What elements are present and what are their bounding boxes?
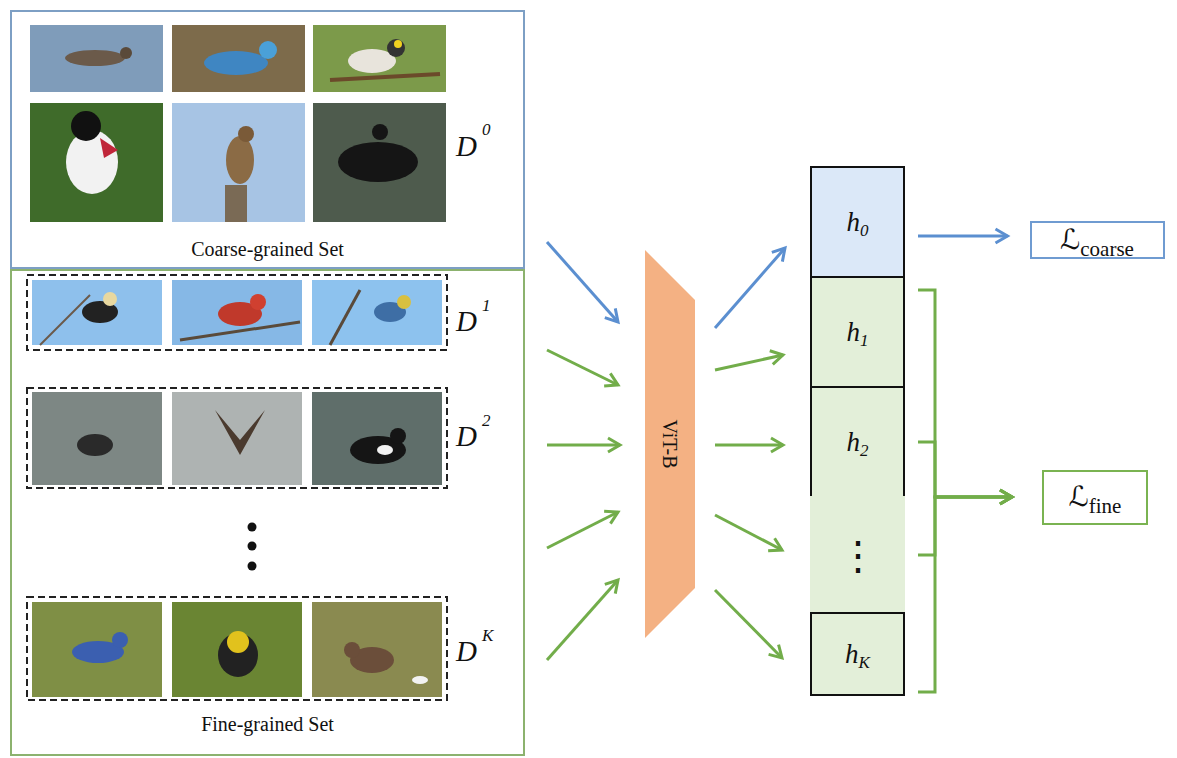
label-holder: D xyxy=(456,132,477,161)
bird-photo xyxy=(30,103,163,222)
ellipsis-dots xyxy=(248,523,257,571)
encoder-trapezoid: ViT-B xyxy=(645,250,695,638)
node-text: ⋮ xyxy=(838,535,878,575)
subscript-text: coarse xyxy=(1080,239,1134,260)
superscript-label: K xyxy=(482,626,493,645)
bird-photo xyxy=(312,602,442,697)
subscript-text: fine xyxy=(1089,496,1122,517)
flow-arrow xyxy=(715,515,782,550)
subscript-text: K xyxy=(859,654,870,671)
bird-photo xyxy=(32,602,162,697)
label-holder: 1 xyxy=(482,297,491,315)
bird-photo xyxy=(172,392,302,485)
subscript-text: 0 xyxy=(860,222,869,239)
node-text: ℒ xyxy=(1060,226,1080,254)
flow-arrow xyxy=(547,350,618,385)
bird-photo xyxy=(172,103,305,222)
flow-arrow xyxy=(715,444,783,447)
flow-arrow xyxy=(918,497,1012,555)
flow-arrow xyxy=(918,235,1008,238)
superscript-label: 0 xyxy=(482,120,491,139)
bird-photo xyxy=(30,25,163,92)
label-holder: D xyxy=(456,637,477,666)
loss-box: ℒfine xyxy=(1042,470,1148,525)
flow-arrow xyxy=(918,290,1012,497)
subset-label: D xyxy=(456,305,477,337)
feature-cell: h2 xyxy=(810,386,905,498)
subset-frame xyxy=(27,388,447,488)
bird-photo xyxy=(172,602,302,697)
node-text: ViT-B xyxy=(660,419,680,468)
label-holder: D xyxy=(456,307,477,336)
coarse-set-box: Coarse-grained Set xyxy=(10,10,525,269)
flow-arrow xyxy=(918,497,1012,692)
bird-photo xyxy=(172,280,302,345)
node-text: Coarse-grained Set xyxy=(191,239,344,259)
feature-cell: h0 xyxy=(810,166,905,278)
bird-photo xyxy=(32,392,162,485)
bird-photo xyxy=(313,25,446,92)
flow-arrow xyxy=(918,442,1012,497)
feature-cell: ⋮ xyxy=(810,496,905,614)
bird-photo xyxy=(32,280,162,345)
bird-photo xyxy=(172,25,305,92)
bird-photo xyxy=(312,280,442,345)
subset-frame xyxy=(27,597,447,700)
subset-frame xyxy=(27,275,447,350)
fine-set-box: Fine-grained Set xyxy=(10,269,525,756)
flow-arrow xyxy=(547,242,618,322)
label-holder: 2 xyxy=(482,412,491,430)
flow-arrow xyxy=(547,580,618,660)
node-text: h xyxy=(845,641,859,668)
feature-cell: h1 xyxy=(810,276,905,388)
flow-arrow xyxy=(547,512,618,548)
subscript-text: 2 xyxy=(860,442,869,459)
flow-arrow xyxy=(715,248,785,328)
label-holder: K xyxy=(482,627,493,645)
node-text: h xyxy=(847,319,861,346)
flow-arrow xyxy=(715,590,782,658)
bird-photo xyxy=(313,103,446,222)
bird-photo xyxy=(312,392,442,485)
flow-arrow xyxy=(547,444,620,447)
label-holder: 0 xyxy=(482,121,491,139)
superscript-label: 2 xyxy=(482,411,491,430)
subset-label: D xyxy=(456,635,477,667)
subset-label: D xyxy=(456,420,477,452)
node-text: h xyxy=(847,209,861,236)
node-text: Fine-grained Set xyxy=(201,714,334,734)
node-text: h xyxy=(847,429,861,456)
subset-label: D xyxy=(456,130,477,162)
subscript-text: 1 xyxy=(860,332,869,349)
superscript-label: 1 xyxy=(482,296,491,315)
feature-cell: hK xyxy=(810,612,905,696)
node-text: ℒ xyxy=(1069,483,1089,511)
loss-box: ℒcoarse xyxy=(1030,221,1165,259)
label-holder: D xyxy=(456,422,477,451)
flow-arrow xyxy=(715,355,783,370)
